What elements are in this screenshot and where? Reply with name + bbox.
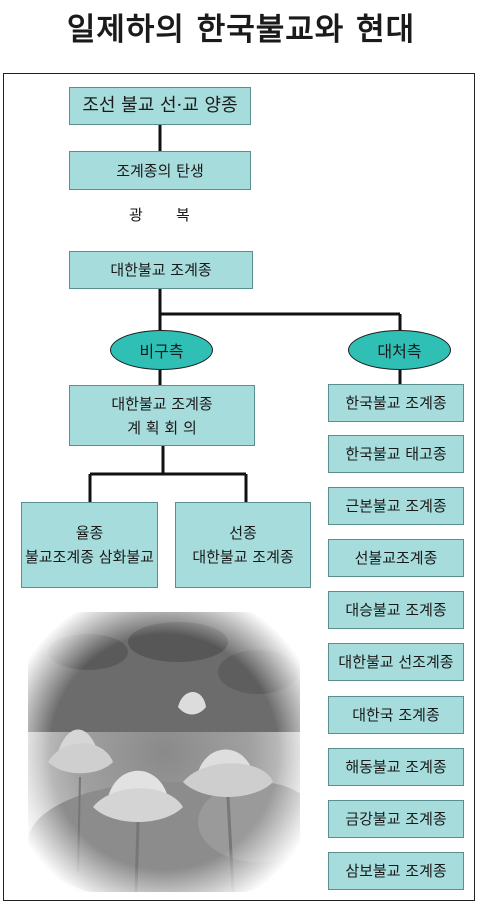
- daecheo-order-box-5: 대승불교 조계종: [328, 591, 464, 629]
- jogye-birth-box: 조계종의 탄생: [69, 151, 251, 190]
- page-title: 일제하의 한국불교와 현대: [66, 12, 416, 48]
- daecheo-order-box-1: 한국불교 조계종: [328, 384, 464, 422]
- daecheo-order-box-2: 한국불교 태고종: [328, 435, 464, 473]
- daecheo-order-box-3: 근본불교 조계종: [328, 487, 464, 525]
- daecheo-order-box-10: 삼보불교 조계종: [328, 852, 464, 890]
- yuljong-box: 율종 불교조계종 삼화불교: [21, 502, 158, 588]
- liberation-label-2: 복: [176, 206, 190, 224]
- daecheo-order-box-4: 선불교조계종: [328, 539, 464, 577]
- seonjong-box: 선종 대한불교 조계종: [175, 502, 311, 588]
- lotus-flower-icon: [28, 612, 300, 892]
- daecheo-order-box-8: 해동불교 조계종: [328, 748, 464, 786]
- bigu-side-oval: 비구측: [110, 330, 213, 370]
- daecheo-side-oval: 대처측: [348, 330, 451, 370]
- liberation-label-1: 광: [129, 206, 143, 224]
- daecheo-order-box-6: 대한불교 선조계종: [328, 643, 464, 681]
- renewal-meeting-box: 대한불교 조계종 계 획 회 의: [69, 385, 255, 446]
- lotus-photo: [28, 612, 300, 892]
- joseon-buddhism-box: 조선 불교 선·교 양종: [69, 87, 251, 125]
- diagram-frame: [3, 73, 475, 901]
- daehan-jogye-box: 대한불교 조계종: [69, 251, 253, 289]
- daecheo-order-box-7: 대한국 조계종: [328, 696, 464, 734]
- daecheo-order-box-9: 금강불교 조계종: [328, 800, 464, 838]
